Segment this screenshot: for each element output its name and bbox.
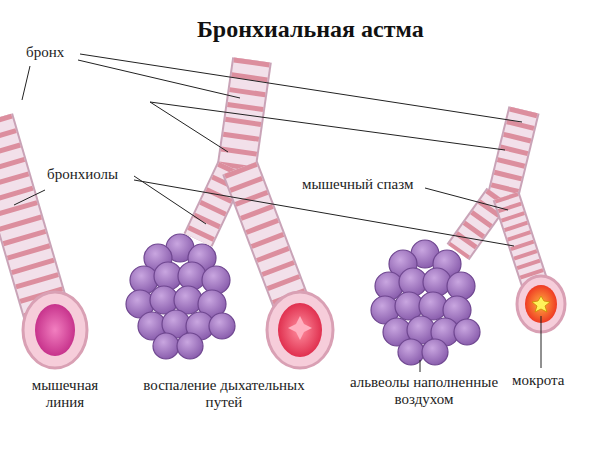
part-label: бронх [26, 44, 64, 61]
part-label: мокрота [512, 372, 564, 389]
part-label: мышечная линия [18, 377, 112, 412]
part-label: воспаление дыхательных путей [128, 377, 320, 412]
diagram-title: Бронхиальная астма [197, 16, 424, 44]
part-label: мышечный спазм [302, 176, 413, 193]
part-label: бронхиолы [47, 166, 118, 183]
part-label: альвеолы наполненные воздухом [338, 374, 510, 409]
